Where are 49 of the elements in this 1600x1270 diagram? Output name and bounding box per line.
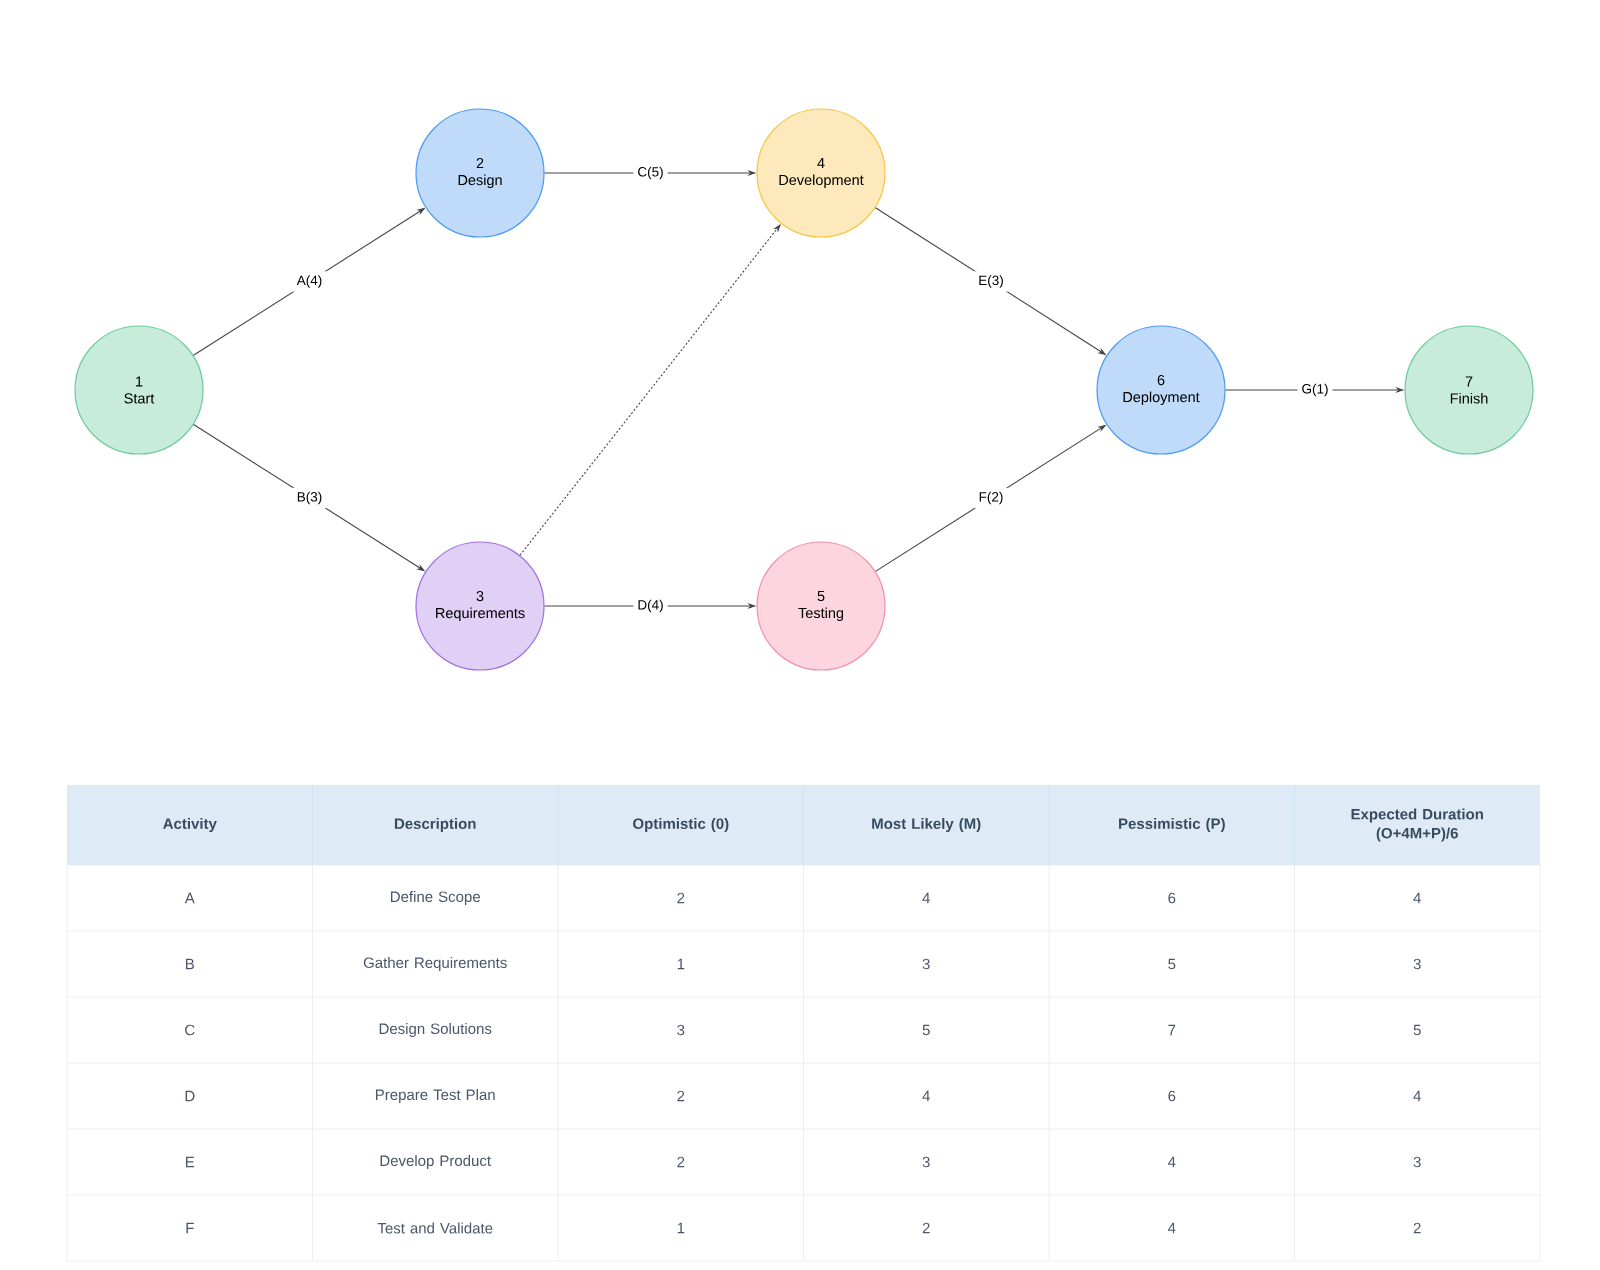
table-text: 3 <box>1413 1156 1421 1168</box>
table-text: Gather Requirements <box>363 957 507 971</box>
table-text: 4 <box>1168 1222 1176 1234</box>
edge-label: B(3) <box>292 487 327 509</box>
table-text: 4 <box>1168 1156 1176 1168</box>
table-text: Prepare Test Plan <box>376 1089 495 1103</box>
table-text: 6 <box>1168 1090 1176 1102</box>
column-header: Most Likely (M) <box>872 818 981 832</box>
edge-label: E(3) <box>974 271 1008 292</box>
column-header: Expected Duration (O+4M+P)/6 <box>1351 808 1483 842</box>
table-text: E <box>186 1156 195 1168</box>
table-text: 7 <box>1168 1024 1176 1036</box>
table-text: Test and Validate <box>377 1222 493 1234</box>
table-text: 1 <box>677 1222 685 1234</box>
table-text: Design Solutions <box>379 1023 492 1037</box>
table-text: 4 <box>1413 892 1421 904</box>
edge-label: C(5) <box>633 162 668 184</box>
table-text: 2 <box>677 1090 685 1102</box>
edge-label: F(2) <box>974 487 1008 509</box>
table-text: D <box>185 1090 195 1102</box>
table-text: C <box>185 1024 195 1036</box>
table-text: Develop Product <box>380 1155 491 1169</box>
table-text: 2 <box>677 892 685 904</box>
table-text: 5 <box>1413 1024 1421 1036</box>
table-text: 2 <box>922 1222 930 1234</box>
table-text: 5 <box>922 1024 930 1036</box>
table-text: 3 <box>922 958 930 970</box>
column-header: Pessimistic (P) <box>1119 818 1225 832</box>
edge-label: A(4) <box>292 271 327 292</box>
column-header: Optimistic (0) <box>633 818 729 832</box>
table-text: 3 <box>677 1024 685 1036</box>
edge-label: D(4) <box>633 595 668 617</box>
table-text: 4 <box>1413 1090 1421 1102</box>
table-text: 6 <box>1168 892 1176 904</box>
table-text: 2 <box>677 1156 685 1168</box>
edge-label: G(1) <box>1297 379 1333 401</box>
column-header: Activity <box>163 818 217 832</box>
table-text: 2 <box>1413 1222 1421 1234</box>
table-text: 4 <box>922 1090 930 1102</box>
table-text: 3 <box>922 1156 930 1168</box>
table-text: F <box>186 1222 194 1234</box>
table-text: 5 <box>1168 958 1176 970</box>
column-header: Description <box>394 818 476 832</box>
table-text: Define Scope <box>391 891 480 905</box>
table-text: 3 <box>1413 958 1421 970</box>
table-text: B <box>186 958 194 970</box>
table-text: 1 <box>677 958 685 970</box>
table-text: A <box>184 892 195 904</box>
table-text: 4 <box>922 892 930 904</box>
